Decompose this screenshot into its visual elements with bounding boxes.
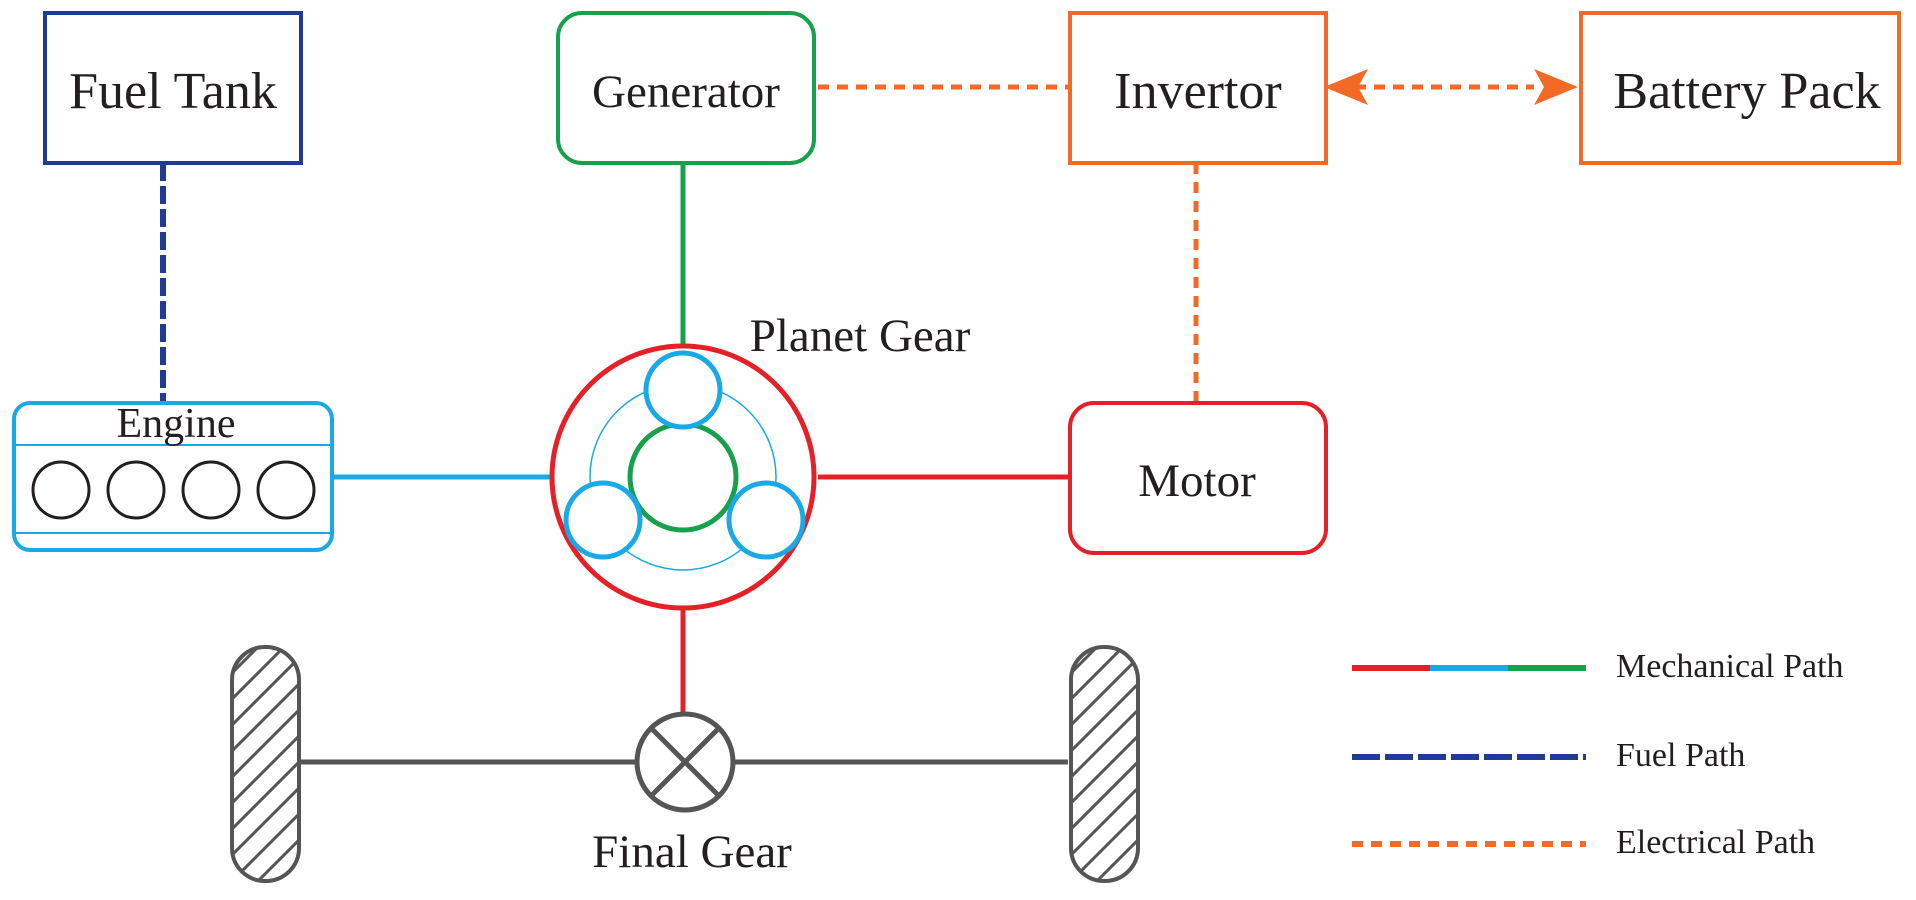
legend-fuel-label: Fuel Path xyxy=(1616,737,1745,774)
fuel-tank-box xyxy=(43,11,303,165)
battery-pack-box xyxy=(1579,11,1901,165)
wheel-left xyxy=(230,645,301,883)
motor-label: Motor xyxy=(1138,455,1256,507)
generator-label: Generator xyxy=(592,66,780,118)
legend-mechanical-label: Mechanical Path xyxy=(1616,648,1844,685)
engine-label: Engine xyxy=(117,401,236,447)
generator-box xyxy=(556,11,816,165)
invertor-box xyxy=(1068,11,1328,165)
planet-gear-right xyxy=(726,480,806,560)
fuel-tank-label: Fuel Tank xyxy=(69,63,277,120)
wheel-right xyxy=(1069,645,1140,883)
planet-gear-label: Planet Gear xyxy=(750,310,971,362)
engine: Engine xyxy=(12,401,334,552)
cylinder-icon xyxy=(256,460,316,520)
planet-gear-left xyxy=(563,480,643,560)
final-gear-label: Final Gear xyxy=(592,826,792,878)
wheel-hatch xyxy=(232,647,299,881)
legend: Mechanical Path Fuel Path Electrical Pat… xyxy=(1352,648,1844,861)
cylinder-icon xyxy=(31,460,91,520)
legend-electrical-label: Electrical Path xyxy=(1616,824,1815,861)
cylinder-icon xyxy=(181,460,241,520)
engine-box xyxy=(12,401,334,552)
invertor-label: Invertor xyxy=(1114,63,1281,120)
planetary-gearset xyxy=(549,343,817,611)
battery-pack-label: Battery Pack xyxy=(1613,63,1880,120)
final-gear-icon xyxy=(634,711,736,813)
motor-box xyxy=(1068,401,1328,555)
planet-gear-top xyxy=(643,350,723,430)
arrowhead-right xyxy=(1534,69,1578,105)
cylinder-icon xyxy=(106,460,166,520)
arrowhead-left xyxy=(1324,69,1368,105)
